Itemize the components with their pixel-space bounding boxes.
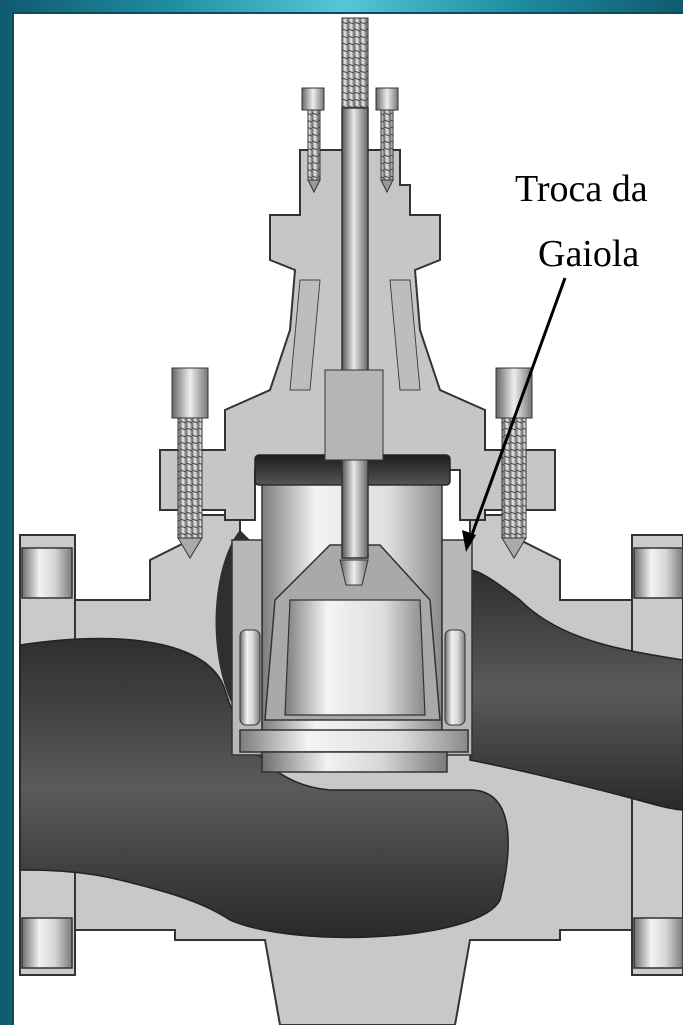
bonnet-studs (171, 367, 533, 559)
flow-passage (19, 530, 683, 939)
leader-arrow (462, 277, 567, 552)
valve-stem (324, 17, 384, 559)
annotation-line-2: Gaiola (538, 233, 640, 275)
annotation-line-1: Troca da (515, 168, 648, 210)
valve-plug (264, 544, 441, 721)
packing-bolts (301, 87, 399, 194)
valve-cross-section-diagram (19, 17, 683, 1025)
